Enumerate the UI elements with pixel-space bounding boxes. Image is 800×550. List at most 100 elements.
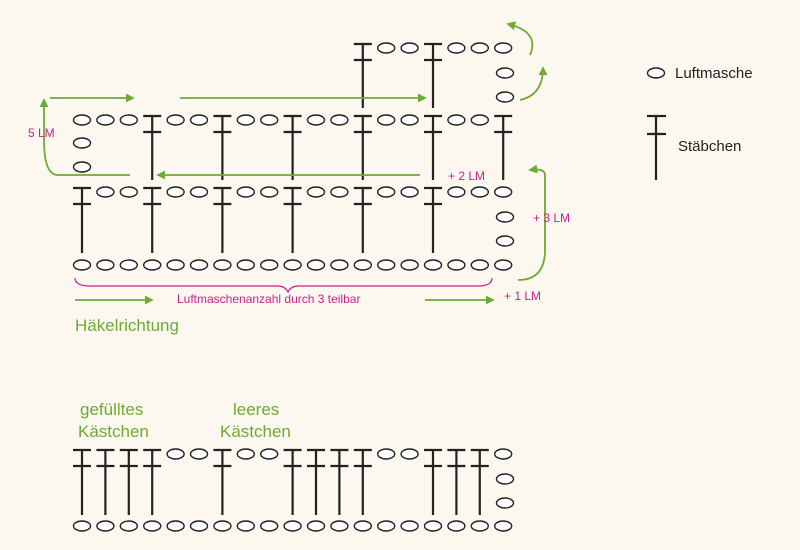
legend-chain-icon <box>646 67 666 79</box>
chain-stitch <box>353 259 372 271</box>
double-crochet-stitch <box>213 448 232 515</box>
chain-stitch <box>96 520 115 532</box>
double-crochet-stitch <box>330 448 349 515</box>
chain-stitch <box>330 186 349 198</box>
chain-stitch <box>377 42 396 54</box>
double-crochet-stitch <box>283 448 302 515</box>
legend: Luftmasche Stäbchen <box>646 65 753 180</box>
chain-stitch <box>400 114 419 126</box>
chain-stitch <box>189 186 209 198</box>
double-crochet-stitch <box>353 186 372 253</box>
chain-stitch <box>306 520 326 532</box>
chain-stitch <box>447 186 466 198</box>
chain-stitch <box>72 259 92 271</box>
stitch-symbols <box>72 42 515 532</box>
chain-stitch <box>119 186 139 198</box>
chain-stitch <box>189 114 209 126</box>
chain-stitch <box>377 259 396 271</box>
chain-stitch <box>447 520 466 532</box>
chain-stitch <box>166 259 185 271</box>
chain-stitch <box>72 137 92 149</box>
double-crochet-stitch <box>143 186 162 253</box>
chain-stitch <box>495 211 515 223</box>
chain-stitch <box>494 448 513 460</box>
chain-stitch <box>447 42 466 54</box>
chain-stitch <box>260 114 279 126</box>
chain-stitch <box>494 520 513 532</box>
chain-stitch <box>72 161 92 173</box>
chain-stitch <box>96 259 115 271</box>
chain-stitch <box>236 114 256 126</box>
chain-stitch <box>213 520 232 532</box>
chain-stitch <box>189 448 209 460</box>
chain-stitch <box>213 259 232 271</box>
label-filled-line1: gefülltes <box>80 400 143 419</box>
double-crochet-stitch <box>213 114 232 180</box>
chain-stitch <box>400 186 419 198</box>
chain-stitch <box>119 259 139 271</box>
chain-stitch <box>260 520 279 532</box>
double-crochet-stitch <box>283 114 302 180</box>
chain-stitch <box>377 448 396 460</box>
double-crochet-stitch <box>73 448 91 515</box>
double-crochet-stitch <box>119 448 138 515</box>
chain-stitch <box>400 520 419 532</box>
chain-stitch <box>377 520 396 532</box>
chain-stitch <box>447 259 466 271</box>
chain-stitch <box>142 520 162 532</box>
chain-stitch <box>495 473 515 485</box>
chain-stitch <box>470 259 489 271</box>
double-crochet-stitch <box>307 448 325 515</box>
chain-stitch <box>470 186 489 198</box>
label-chain-count: Luftmaschenanzahl durch 3 teilbar <box>177 292 360 306</box>
chain-stitch <box>377 186 396 198</box>
chain-stitch <box>306 114 326 126</box>
chain-stitch <box>494 42 513 54</box>
chain-stitch <box>119 520 139 532</box>
double-crochet-stitch <box>143 114 162 180</box>
double-crochet-stitch <box>424 186 442 253</box>
chain-stitch <box>236 186 256 198</box>
chain-stitch <box>400 259 419 271</box>
chain-stitch <box>260 448 279 460</box>
arrow-turn-up-end <box>519 66 548 101</box>
chain-stitch <box>189 259 209 271</box>
chain-stitch <box>119 114 139 126</box>
chain-count-brace <box>74 277 493 294</box>
chain-stitch <box>166 520 185 532</box>
label-plus-1-lm: + 1 LM <box>504 289 541 303</box>
chain-stitch <box>377 114 396 126</box>
legend-chain-label: Luftmasche <box>675 65 753 82</box>
double-crochet-stitch <box>424 448 442 515</box>
double-crochet-stitch <box>213 186 232 253</box>
chain-stitch <box>495 235 515 247</box>
chain-stitch <box>353 520 372 532</box>
double-crochet-stitch <box>424 114 442 180</box>
arrow-turn-up-right <box>517 164 546 281</box>
chain-stitch <box>470 520 489 532</box>
chain-stitch <box>166 114 185 126</box>
chain-stitch <box>400 42 419 54</box>
double-crochet-stitch <box>353 114 372 180</box>
label-empty-line1: leeres <box>233 400 279 419</box>
chain-stitch <box>260 259 279 271</box>
chain-stitch <box>470 42 489 54</box>
chain-stitch <box>166 186 185 198</box>
chain-stitch <box>236 520 256 532</box>
chain-stitch <box>495 67 515 79</box>
double-crochet-stitch <box>424 42 442 108</box>
chain-stitch <box>306 186 326 198</box>
double-crochet-stitch <box>283 186 302 253</box>
chain-stitch <box>260 186 279 198</box>
arrow-top-curve <box>506 21 534 56</box>
double-crochet-stitch <box>353 448 372 515</box>
double-crochet-stitch <box>494 114 513 180</box>
chain-stitch <box>400 448 419 460</box>
legend-dc-icon <box>647 114 666 180</box>
chain-stitch <box>494 186 513 198</box>
double-crochet-stitch <box>73 186 91 253</box>
arrow-turn-left <box>39 98 130 176</box>
double-crochet-stitch <box>470 448 489 515</box>
chain-stitch <box>330 114 349 126</box>
